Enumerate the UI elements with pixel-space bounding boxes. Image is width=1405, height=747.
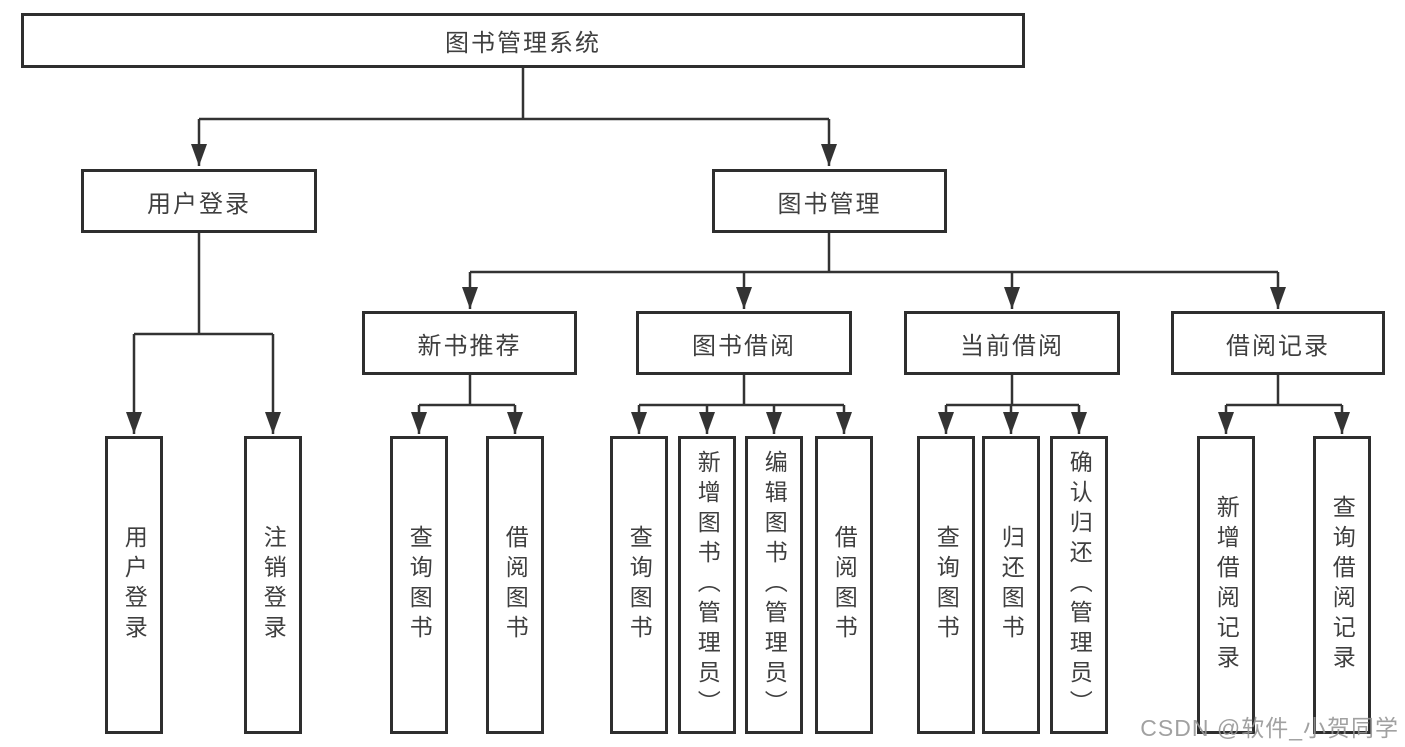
node-current-borrow: 当前借阅 [904, 311, 1120, 375]
leaf-logout: 注销登录 [244, 436, 302, 734]
leaf-add-borrow-record: 新增借阅记录 [1197, 436, 1255, 734]
leaf-add-book-admin-label: 新增图书（管理员） [694, 450, 721, 720]
leaf-query-books-current: 查询图书 [917, 436, 975, 734]
leaf-add-borrow-record-label: 新增借阅记录 [1213, 495, 1240, 675]
node-root: 图书管理系统 [21, 13, 1025, 68]
leaf-query-books-recommend-label: 查询图书 [406, 525, 433, 645]
connector-current-split [938, 375, 1087, 434]
leaf-borrow-books: 借阅图书 [815, 436, 873, 734]
leaf-query-books-current-label: 查询图书 [933, 525, 960, 645]
node-new-book-recommend: 新书推荐 [362, 311, 577, 375]
connector-mgmt-split [462, 233, 1286, 309]
connector-record-split [1218, 375, 1350, 434]
node-new-book-recommend-label: 新书推荐 [417, 332, 522, 360]
leaf-confirm-return-admin: 确认归还（管理员） [1050, 436, 1108, 734]
leaf-return-book: 归还图书 [982, 436, 1040, 734]
connector-login-split [126, 233, 281, 434]
leaf-user-login-label: 用户登录 [121, 525, 148, 645]
node-book-management: 图书管理 [712, 169, 947, 233]
leaf-query-books-recommend: 查询图书 [390, 436, 448, 734]
connector-newrec-split [411, 375, 523, 434]
leaf-return-book-label: 归还图书 [998, 525, 1025, 645]
leaf-edit-book-admin-label: 编辑图书（管理员） [761, 450, 788, 720]
connector-borrow-split [631, 375, 852, 434]
leaf-logout-label: 注销登录 [260, 525, 287, 645]
node-book-borrow-label: 图书借阅 [692, 332, 796, 360]
leaf-query-borrow-record-label: 查询借阅记录 [1329, 495, 1356, 675]
leaf-borrow-books-recommend: 借阅图书 [486, 436, 544, 734]
leaf-edit-book-admin: 编辑图书（管理员） [745, 436, 803, 734]
node-user-login-label: 用户登录 [147, 190, 251, 218]
leaf-confirm-return-admin-label: 确认归还（管理员） [1066, 450, 1093, 720]
leaf-add-book-admin: 新增图书（管理员） [678, 436, 736, 734]
node-book-management-label: 图书管理 [777, 190, 882, 218]
leaf-borrow-books-recommend-label: 借阅图书 [502, 525, 529, 645]
node-book-borrow: 图书借阅 [636, 311, 852, 375]
connector-root-split [191, 68, 837, 166]
node-borrow-records: 借阅记录 [1171, 311, 1385, 375]
leaf-query-borrow-record: 查询借阅记录 [1313, 436, 1371, 734]
leaf-query-books-borrow: 查询图书 [610, 436, 668, 734]
node-user-login: 用户登录 [81, 169, 317, 233]
node-current-borrow-label: 当前借阅 [960, 332, 1064, 360]
csdn-watermark: CSDN @软件_小贺同学 [1140, 715, 1399, 741]
leaf-query-books-borrow-label: 查询图书 [626, 525, 653, 645]
leaf-user-login: 用户登录 [105, 436, 163, 734]
leaf-borrow-books-label: 借阅图书 [831, 525, 858, 645]
node-root-label: 图书管理系统 [445, 30, 601, 57]
node-borrow-records-label: 借阅记录 [1226, 332, 1330, 360]
